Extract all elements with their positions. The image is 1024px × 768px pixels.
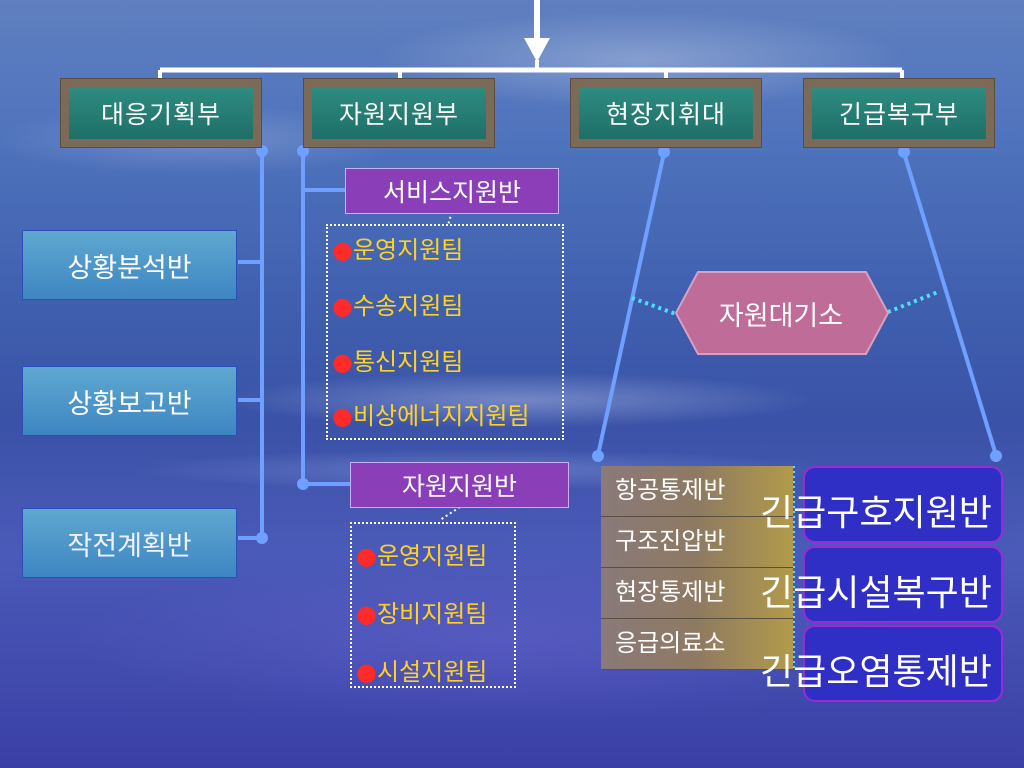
recovery-unit-facility: 긴급시설복구반: [760, 573, 992, 614]
service-team-emergency-energy: ●비상에너지지원팀: [332, 402, 530, 430]
recovery-box-3: [803, 625, 1003, 702]
staging-area: 자원대기소: [675, 272, 887, 354]
resource-support-team-box: [350, 522, 516, 688]
dept-field-command: 현장지휘대: [570, 78, 762, 148]
resource-support-label: 자원지원반: [350, 462, 569, 508]
service-team-transport: ●수송지원팀: [332, 292, 464, 320]
service-support-team-box: [326, 224, 564, 440]
field-unit-site-control: 현장통제반: [601, 568, 793, 619]
dept-resource-label: 자원지원부: [312, 87, 486, 139]
dept-recovery-label: 긴급복구부: [812, 87, 986, 139]
staging-area-label: 자원대기소: [718, 300, 844, 332]
unit-situation-report: 상황보고반: [22, 366, 237, 436]
down-arrow-icon: [524, 38, 550, 62]
resource-team-equipment: ●장비지원팀: [356, 600, 488, 628]
field-unit-air-control: 항공통제반: [601, 466, 793, 517]
dept-recovery: 긴급복구부: [803, 78, 995, 148]
resource-team-operations: ●운영지원팀: [356, 542, 488, 570]
dept-field-command-label: 현장지휘대: [579, 87, 753, 139]
resource-team-facilities: ●시설지원팀: [356, 658, 488, 686]
dept-planning: 대응기획부: [60, 78, 262, 148]
field-unit-rescue: 구조진압반: [601, 517, 793, 568]
staging-hexagon: [674, 271, 890, 355]
recovery-unit-relief: 긴급구호지원반: [760, 493, 992, 534]
field-unit-emergency-medical: 응급의료소: [601, 619, 793, 670]
recovery-box-2: [803, 546, 1003, 623]
dept-planning-label: 대응기획부: [69, 87, 253, 139]
recovery-box-1: [803, 466, 1003, 543]
recovery-unit-pollution: 긴급오염통제반: [760, 652, 992, 693]
service-team-operations: ●운영지원팀: [332, 236, 464, 264]
unit-operations-plan: 작전계획반: [22, 508, 237, 578]
service-support-label: 서비스지원반: [345, 168, 559, 214]
dept-resource: 자원지원부: [303, 78, 495, 148]
unit-situation-analysis: 상황분석반: [22, 230, 237, 300]
service-team-comms: ●통신지원팀: [332, 348, 464, 376]
